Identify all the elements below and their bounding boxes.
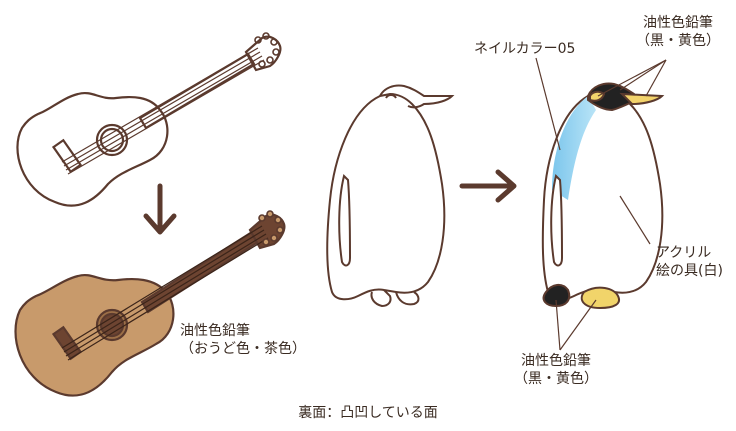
penguin-colored-right-foot <box>580 286 620 310</box>
right-arrow-icon <box>459 169 517 203</box>
guitar-pencil-label: 油性色鉛筆 （おうど色・茶色） <box>180 322 306 358</box>
leader-nail <box>535 57 561 151</box>
guitar-pencil-line1: 油性色鉛筆 <box>180 323 250 339</box>
penguin-colored-beak <box>619 92 665 106</box>
guitar-outline <box>16 32 282 207</box>
feet-pencil-line1: 油性色鉛筆 <box>521 353 591 369</box>
leader-lines <box>535 57 667 351</box>
beak-pencil-line1: 油性色鉛筆 <box>643 15 713 31</box>
penguin-outline-head <box>379 84 455 109</box>
leader-feet-2 <box>559 299 597 351</box>
nail-color-label: ネイルカラー05 <box>474 41 576 57</box>
feet-pencil-line2: （黒・黄色） <box>514 371 598 387</box>
penguin-colored-neck-blue <box>552 96 596 200</box>
penguin-colored-left-foot <box>542 284 571 308</box>
leader-feet-1 <box>555 299 561 351</box>
penguin-colored <box>541 82 665 310</box>
guitar-outline-head <box>244 35 282 72</box>
feet-pencil-label: 油性色鉛筆 （黒・黄色） <box>496 352 616 388</box>
penguin-outline-flipper <box>338 174 352 267</box>
acrylic-label: アクリル 絵の具(白) <box>656 244 723 280</box>
penguin-outline-body <box>326 92 446 301</box>
down-arrow-icon <box>143 183 177 235</box>
leader-acrylic <box>619 195 651 245</box>
penguin-outline-foot <box>370 289 392 308</box>
leader-beak-3 <box>597 59 667 97</box>
penguin-outline <box>326 84 455 308</box>
acrylic-line1: アクリル <box>656 245 712 261</box>
guitar-colored <box>14 210 286 397</box>
beak-pencil-line2: （黒・黄色） <box>636 33 720 49</box>
penguin-colored-flipper <box>550 174 564 267</box>
guitar-outline-bridge <box>51 138 83 174</box>
acrylic-line2: 絵の具(白) <box>656 263 723 279</box>
leader-beak-1 <box>619 59 667 91</box>
back-side-caption: 裏面：凸凹している面 <box>298 405 438 421</box>
guitar-colored-body <box>14 274 175 397</box>
leader-beak-2 <box>645 59 667 97</box>
beak-pencil-label: 油性色鉛筆 （黒・黄色） <box>628 14 728 50</box>
penguin-outline-eye <box>385 94 397 99</box>
guitar-pencil-line2: （おうど色・茶色） <box>180 341 306 357</box>
